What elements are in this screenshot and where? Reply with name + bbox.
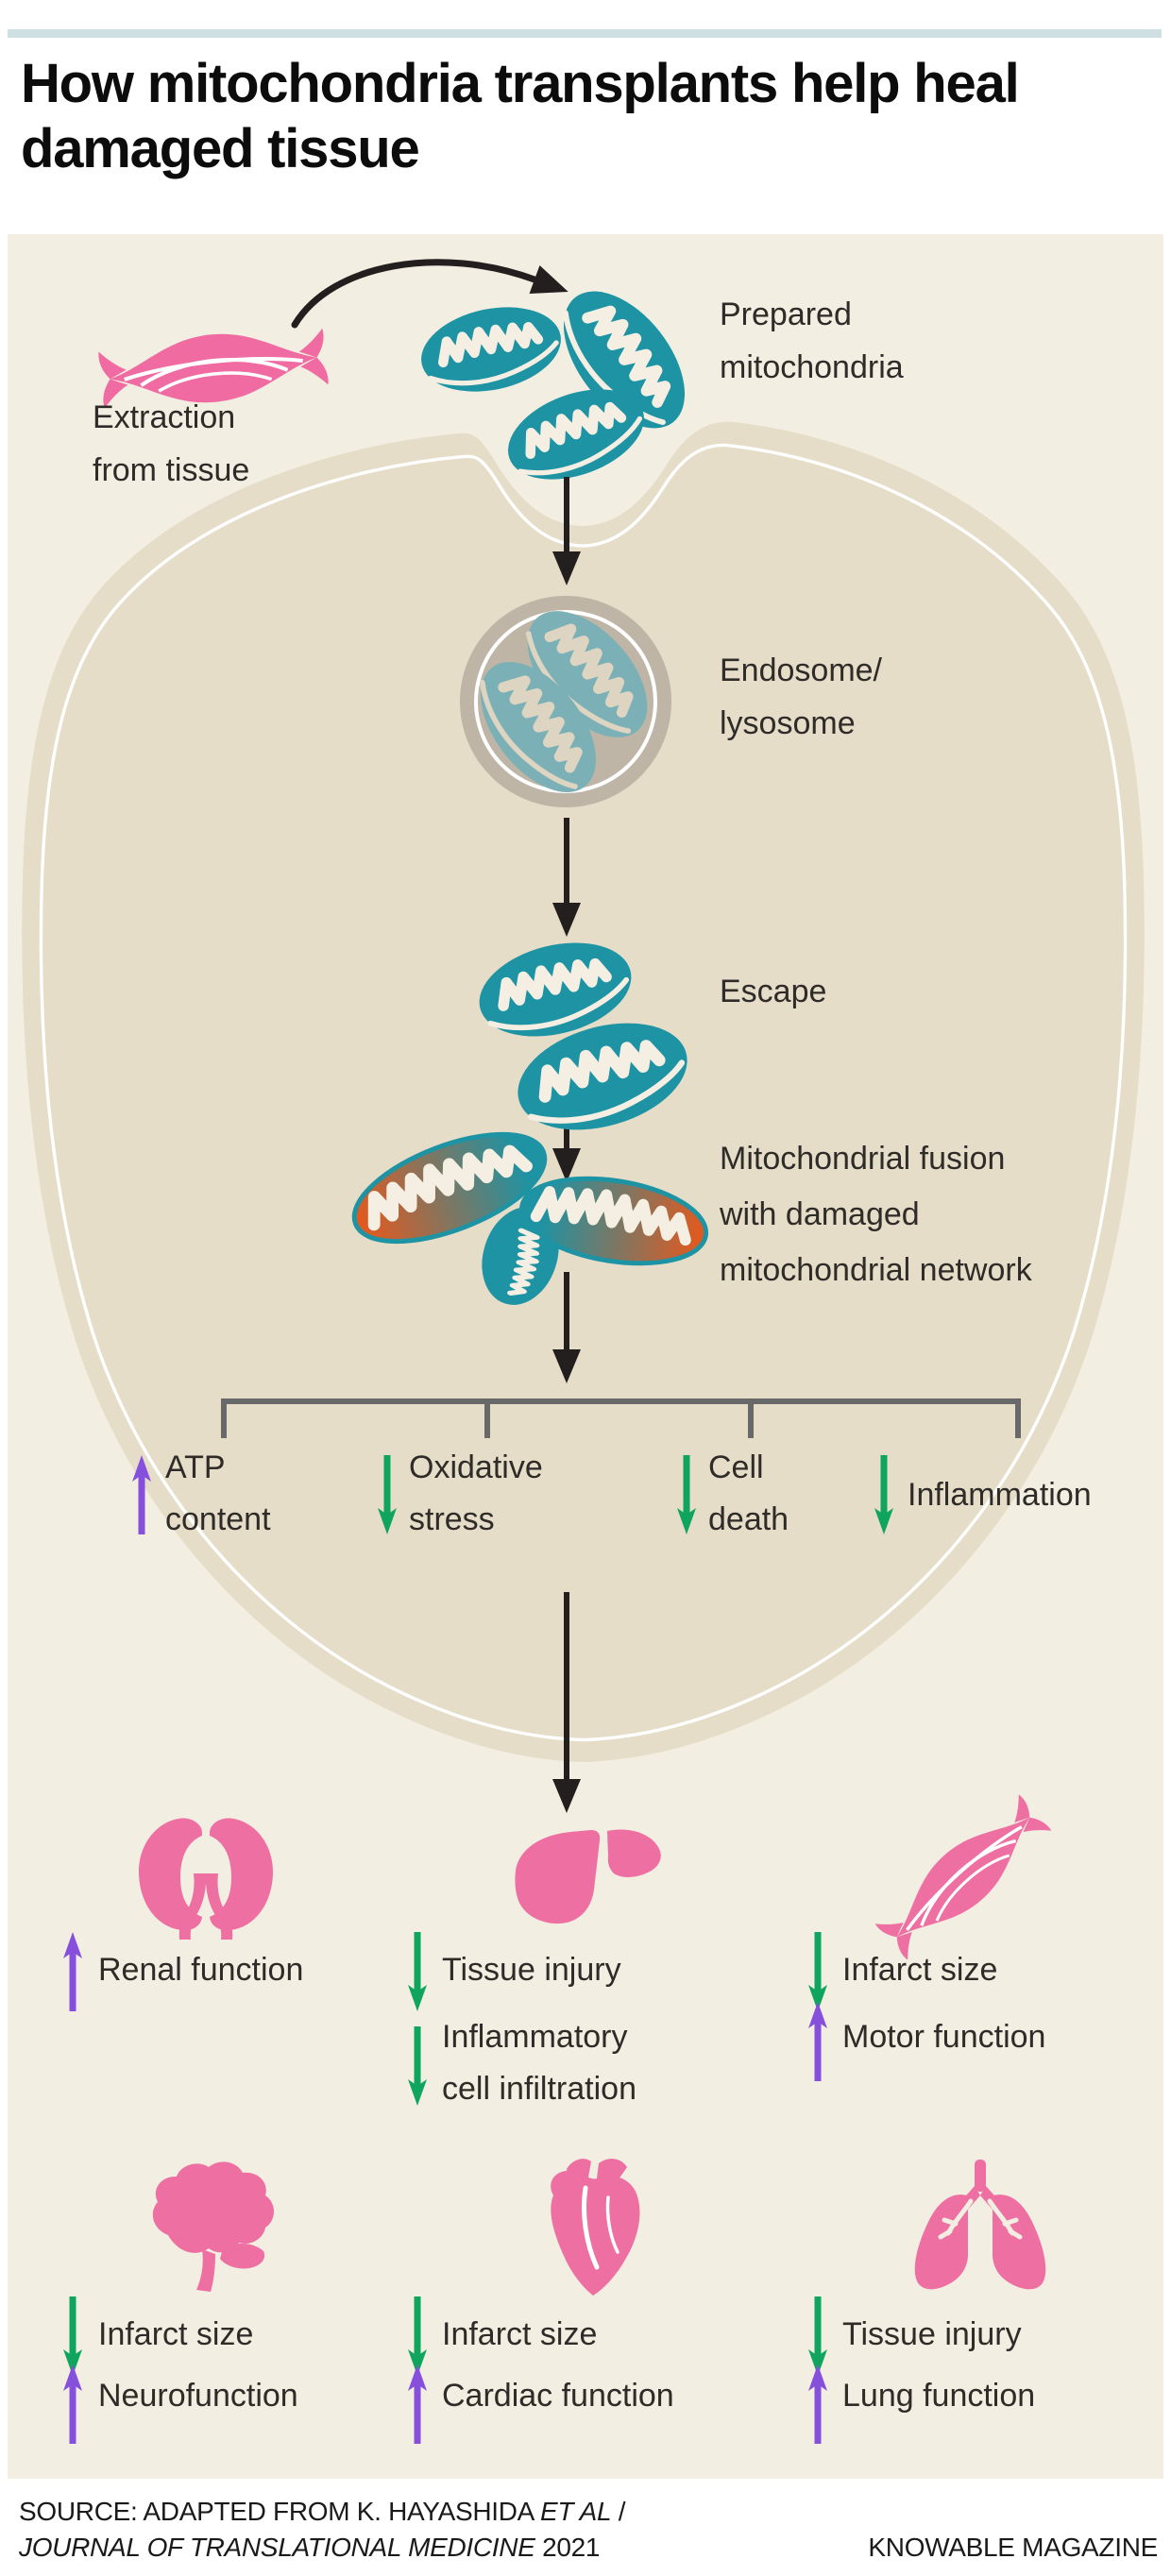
outcome-cell-death-label: Cell death bbox=[708, 1449, 789, 1537]
outcome-oxidative-label: Oxidative stress bbox=[409, 1449, 543, 1537]
mitochondrion-icon bbox=[414, 296, 569, 404]
infiltration-decrease-arrow-icon bbox=[407, 2026, 428, 2106]
escape-label: Escape bbox=[720, 974, 827, 1009]
cell-death-decrease-arrow-icon bbox=[676, 1455, 697, 1534]
source-year: 2021 bbox=[535, 2533, 601, 2562]
fused-mitochondria-icon bbox=[351, 1116, 709, 1305]
outcome-inflammation-label: Inflammation bbox=[908, 1477, 1092, 1513]
brain-icon bbox=[152, 2161, 274, 2292]
source-slash: / bbox=[611, 2497, 626, 2526]
prepared-label: Prepared mitochondria bbox=[720, 297, 904, 385]
lungs-effect-2-label: Lung function bbox=[842, 2378, 1036, 2414]
atp-increase-arrow-icon bbox=[131, 1455, 152, 1534]
kidneys-icon bbox=[139, 1818, 273, 1940]
kidneys-effect-label: Renal function bbox=[98, 1952, 304, 1988]
inflammation-decrease-arrow-icon bbox=[874, 1455, 894, 1534]
muscle-effect-1-label: Infarct size bbox=[842, 1952, 998, 1988]
heart-effect-1-label: Infarct size bbox=[442, 2316, 598, 2352]
publisher-credit: KNOWABLE MAGAZINE bbox=[868, 2533, 1158, 2562]
muscle-icon bbox=[870, 1788, 1057, 1966]
tissue-injury-decrease-arrow-icon bbox=[407, 1932, 428, 2011]
journal-italic-text: JOURNAL OF TRANSLATIONAL MEDICINE bbox=[19, 2533, 535, 2562]
endosome-label: Endosome/ lysosome bbox=[720, 652, 882, 741]
page-title: How mitochondria transplants help heal d… bbox=[21, 53, 1020, 179]
source-line-1: SOURCE: ADAPTED FROM K. HAYASHIDA ET AL … bbox=[19, 2496, 626, 2528]
lungs-icon bbox=[914, 2160, 1046, 2290]
fusion-label: Mitochondrial fusion with damaged mitoch… bbox=[720, 1141, 1032, 1288]
lung-increase-arrow-icon bbox=[807, 2364, 828, 2444]
neuro-increase-arrow-icon bbox=[62, 2364, 83, 2444]
source-text: SOURCE: ADAPTED FROM K. HAYASHIDA bbox=[19, 2497, 540, 2526]
extraction-label: Extraction from tissue bbox=[93, 399, 250, 488]
brain-effect-1-label: Infarct size bbox=[98, 2316, 254, 2352]
heart-icon bbox=[551, 2159, 640, 2296]
lungs-effect-1-label: Tissue injury bbox=[842, 2316, 1022, 2352]
cell-membrane-inner-line bbox=[39, 443, 1128, 1742]
outcome-atp-label: ATP content bbox=[165, 1449, 271, 1537]
source-italic-text: ET AL bbox=[539, 2497, 612, 2526]
outcomes-bracket bbox=[221, 1398, 1021, 1438]
liver-icon bbox=[515, 1829, 661, 1924]
oxidative-stress-decrease-arrow-icon bbox=[377, 1455, 398, 1534]
brain-effect-2-label: Neurofunction bbox=[98, 2378, 298, 2414]
infarct-decrease-arrow-icon bbox=[807, 1932, 828, 2011]
top-accent-bar bbox=[8, 29, 1162, 38]
liver-effect-1-label: Tissue injury bbox=[442, 1952, 621, 1988]
renal-increase-arrow-icon bbox=[62, 1932, 83, 2011]
motor-increase-arrow-icon bbox=[807, 2002, 828, 2081]
liver-effect-2-label: Inflammatory cell infiltration bbox=[442, 2019, 636, 2107]
muscle-effect-2-label: Motor function bbox=[842, 2019, 1046, 2055]
heart-effect-2-label: Cardiac function bbox=[442, 2378, 674, 2414]
cardiac-increase-arrow-icon bbox=[407, 2364, 428, 2444]
source-line-2: JOURNAL OF TRANSLATIONAL MEDICINE 2021 bbox=[19, 2532, 600, 2564]
extraction-arrow bbox=[291, 259, 569, 329]
endosome-icon bbox=[458, 589, 671, 813]
